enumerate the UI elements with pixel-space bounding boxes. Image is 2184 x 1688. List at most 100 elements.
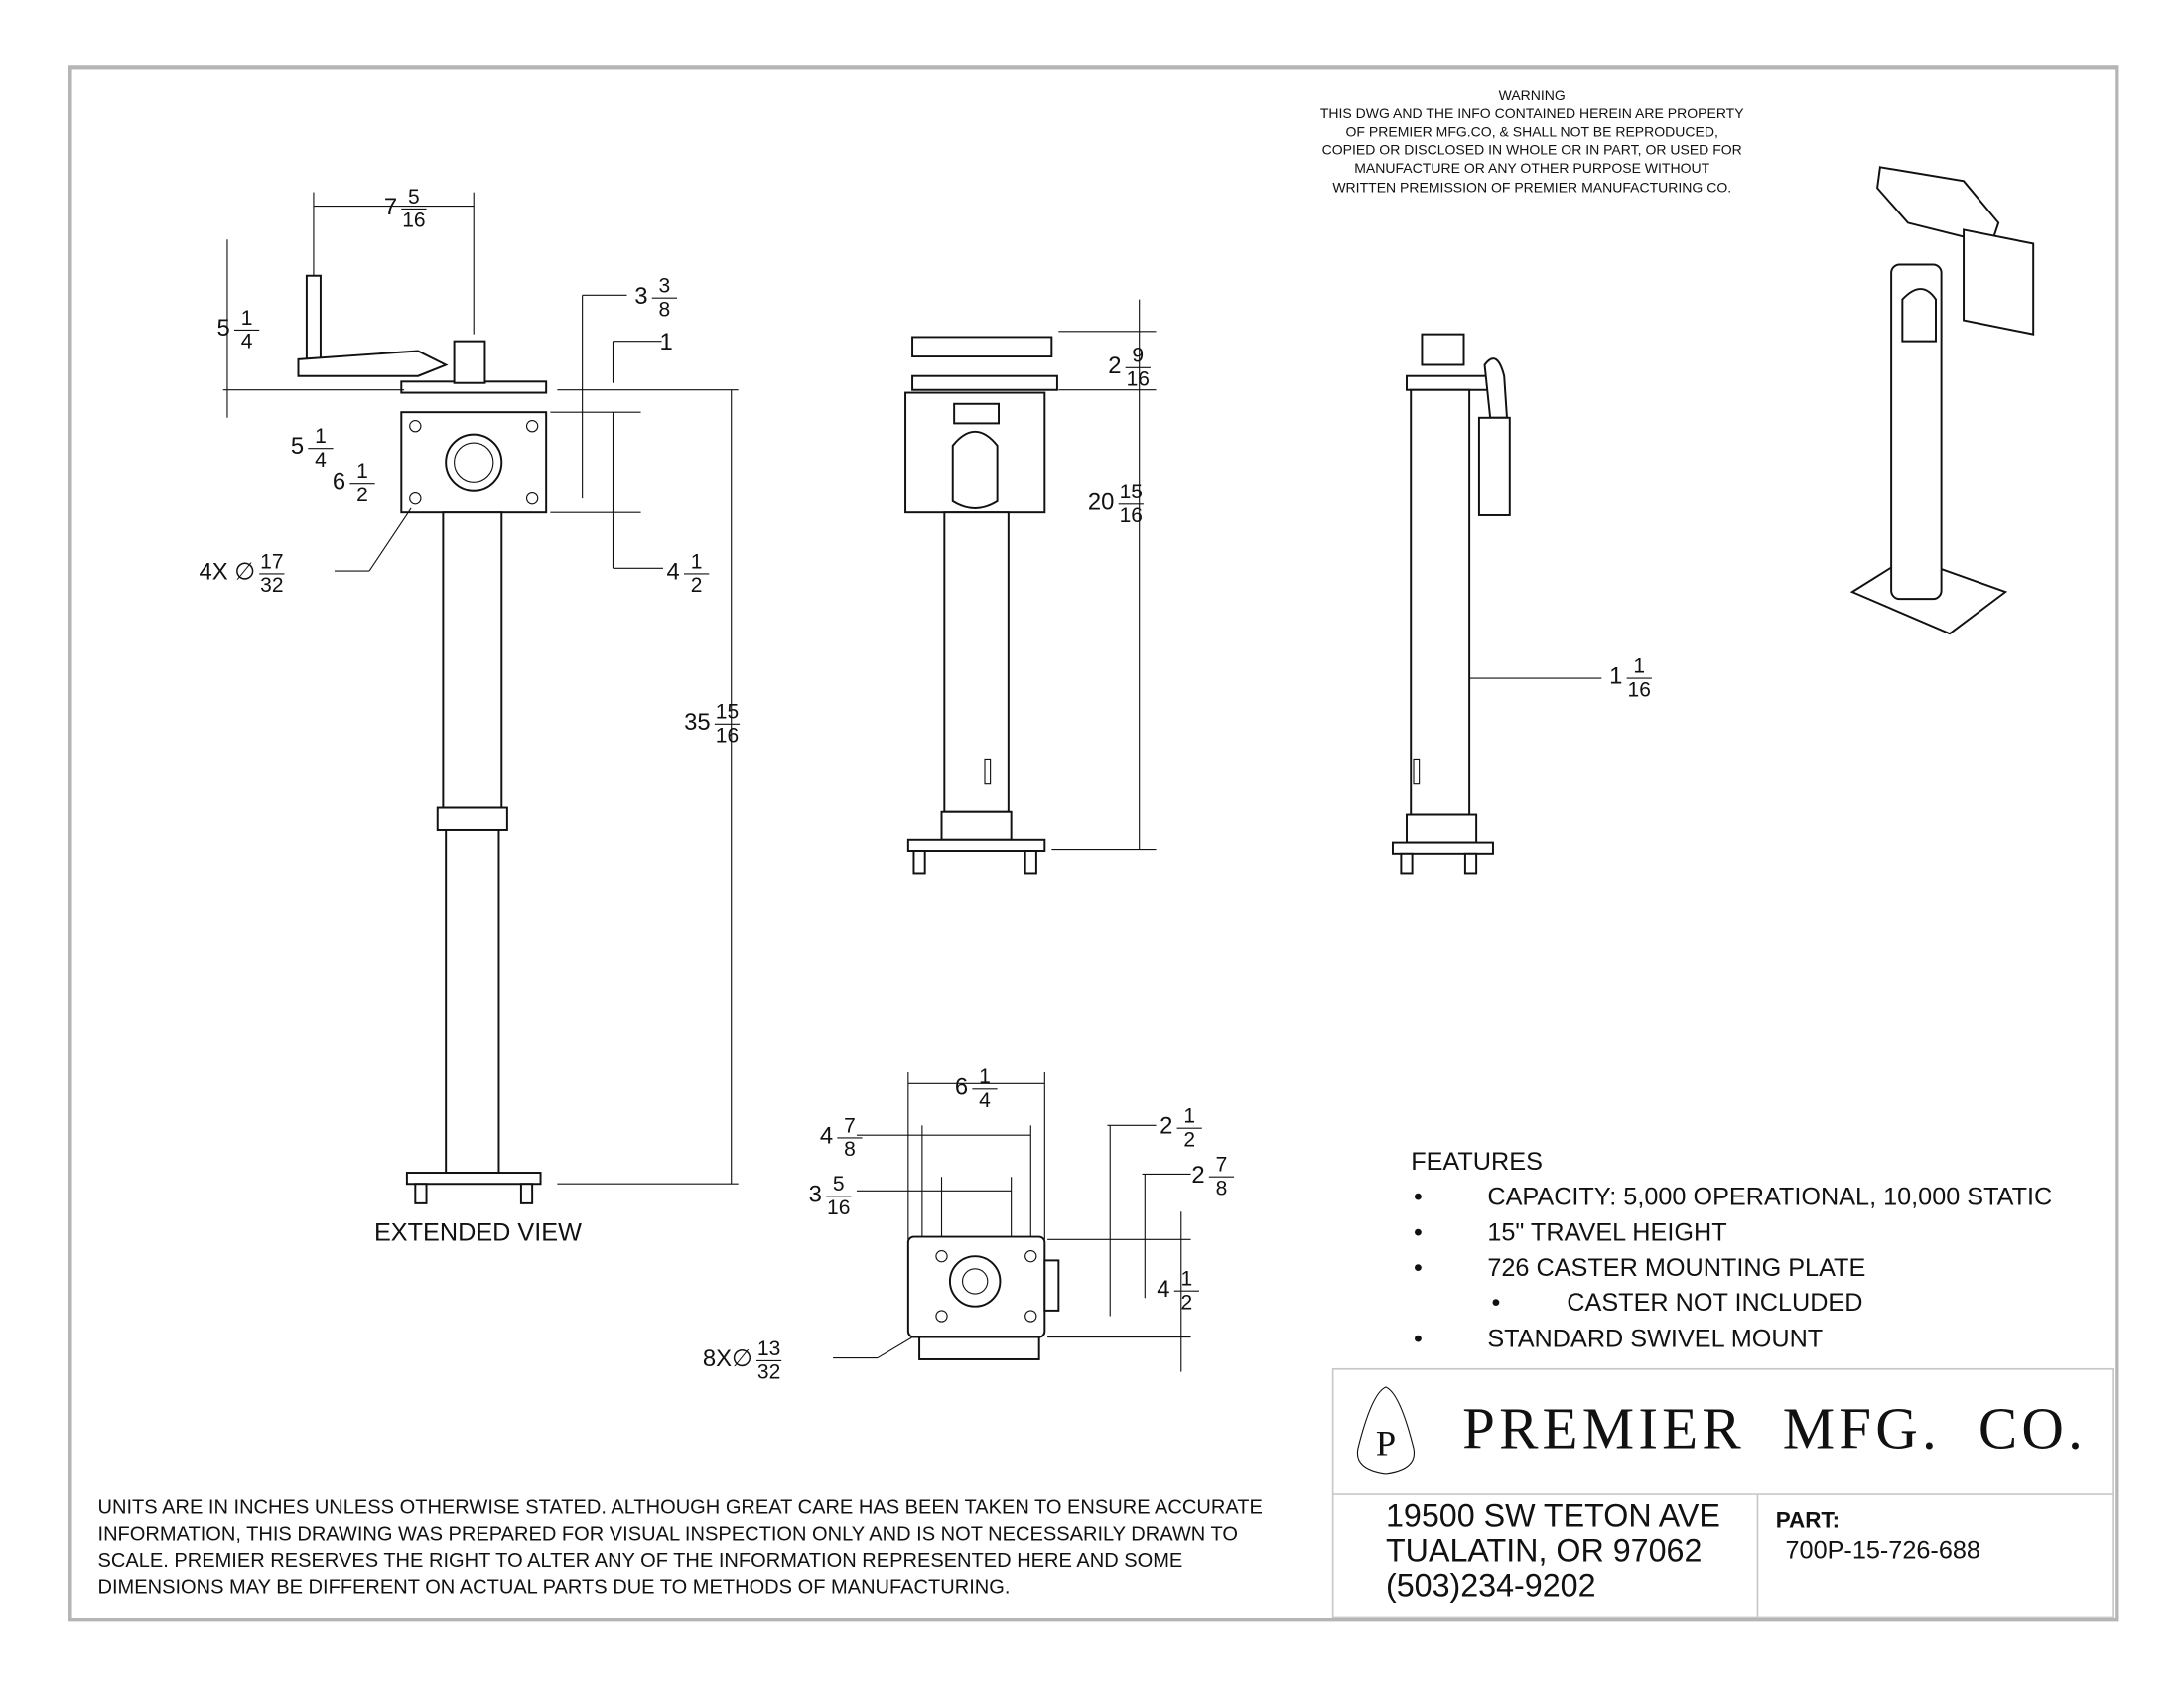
dimension-numerator: 7 xyxy=(1216,1154,1228,1177)
features-list: FEATURES • CAPACITY: 5,000 OPERATIONAL, … xyxy=(1411,1148,2052,1352)
front-view-drawing xyxy=(904,336,1058,875)
dimension-denominator: 4 xyxy=(315,449,327,472)
bullet: • xyxy=(1492,1289,1501,1317)
dimension-denominator: 8 xyxy=(1216,1177,1228,1199)
extended-view-label: EXTENDED VIEW xyxy=(374,1219,582,1247)
dimension-denominator: 16 xyxy=(1120,504,1143,527)
dimension-numerator: 9 xyxy=(1132,345,1144,367)
dimension-whole: 6 xyxy=(955,1073,968,1100)
dimension-whole: 5 xyxy=(291,433,304,460)
bullet: • xyxy=(1414,1219,1423,1247)
warning-line: MANUFACTURE OR ANY OTHER PURPOSE WITHOUT xyxy=(1354,160,1709,176)
warning-line: COPIED OR DISCLOSED IN WHOLE OR IN PART,… xyxy=(1322,142,1742,158)
dimension-lines xyxy=(222,192,1602,1372)
warning-title: WARNING xyxy=(1499,87,1566,103)
warning-block: WARNING THIS DWG AND THE INFO CONTAINED … xyxy=(1320,87,1744,196)
dimension-whole: 4 xyxy=(1157,1276,1169,1303)
dimension-whole: 2 xyxy=(1108,352,1121,379)
top-view-drawing xyxy=(906,1235,1060,1360)
dimension-numerator: 5 xyxy=(408,186,420,209)
dimension-numerator: 15 xyxy=(1120,481,1143,503)
dimension-numerator: 1 xyxy=(356,460,368,483)
warning-line: OF PREMIER MFG.CO, & SHALL NOT BE REPROD… xyxy=(1346,123,1718,139)
dimension-whole: 2 xyxy=(1191,1162,1204,1189)
dimension-numerator: 1 xyxy=(241,307,253,330)
extended-view-drawing xyxy=(297,274,548,1204)
phone-number: (503)234-9202 xyxy=(1386,1567,1596,1603)
dimension-denominator: 32 xyxy=(260,574,283,597)
feature-item: 726 CASTER MOUNTING PLATE xyxy=(1487,1254,1865,1282)
dimension-whole: 2 xyxy=(1160,1113,1172,1140)
dimension-numerator: 1 xyxy=(1633,654,1645,677)
dimension-denominator: 8 xyxy=(659,298,671,321)
dimension-label: 1 xyxy=(660,329,673,355)
dimension-whole: 4 xyxy=(820,1123,833,1150)
logo-letter: P xyxy=(1376,1424,1396,1464)
side-view-drawing xyxy=(1391,333,1511,875)
dimension-whole: 1 xyxy=(660,329,673,355)
dimension-whole: 35 xyxy=(684,709,711,736)
dimension-denominator: 2 xyxy=(691,574,703,597)
dimension-whole: 6 xyxy=(333,468,345,494)
sheet-frame xyxy=(68,65,2119,1622)
company-logo: P xyxy=(1356,1386,1416,1475)
dimension-numerator: 1 xyxy=(315,425,327,448)
note-line: UNITS ARE IN INCHES UNLESS OTHERWISE STA… xyxy=(98,1497,1263,1519)
dimension-whole: 4 xyxy=(667,558,680,585)
feature-item: 15" TRAVEL HEIGHT xyxy=(1487,1219,1726,1247)
dimension-whole: 3 xyxy=(634,283,647,310)
dimension-numerator: 1 xyxy=(1183,1105,1195,1128)
title-block: P PREMIER MFG. CO. 19500 SW TETON AVE TU… xyxy=(1331,1367,2114,1618)
note-line: INFORMATION, THIS DRAWING WAS PREPARED F… xyxy=(98,1523,1238,1545)
dimension-whole: 1 xyxy=(1609,663,1622,690)
dimension-whole: 5 xyxy=(217,315,230,342)
dimension-denominator: 8 xyxy=(844,1138,856,1161)
note-line: DIMENSIONS MAY BE DIFFERENT ON ACTUAL PA… xyxy=(98,1577,1011,1599)
dimension-denominator: 2 xyxy=(1181,1291,1193,1314)
warning-line: WRITTEN PREMISSION OF PREMIER MANUFACTUR… xyxy=(1332,180,1731,196)
dimension-numerator: 17 xyxy=(260,550,283,573)
warning-line: THIS DWG AND THE INFO CONTAINED HEREIN A… xyxy=(1320,105,1744,121)
feature-item: CASTER NOT INCLUDED xyxy=(1567,1289,1862,1317)
dimension-denominator: 32 xyxy=(757,1361,780,1384)
dimension-numerator: 5 xyxy=(833,1173,845,1196)
bullet: • xyxy=(1414,1325,1423,1352)
dimension-whole: 3 xyxy=(809,1181,822,1207)
dimension-numerator: 7 xyxy=(844,1114,856,1137)
dimension-whole: 8X∅ xyxy=(703,1345,752,1372)
address-line: 19500 SW TETON AVE xyxy=(1386,1497,1720,1533)
dimension-denominator: 16 xyxy=(1127,368,1150,391)
dimension-whole: 20 xyxy=(1088,489,1115,515)
dimension-numerator: 1 xyxy=(979,1065,991,1088)
dimension-denominator: 16 xyxy=(1628,678,1651,701)
dimension-whole: 4X ∅ xyxy=(199,558,255,585)
dimension-denominator: 16 xyxy=(827,1196,850,1219)
dimension-numerator: 1 xyxy=(691,550,703,573)
feature-item: CAPACITY: 5,000 OPERATIONAL, 10,000 STAT… xyxy=(1487,1183,2052,1210)
note-line: SCALE. PREMIER RESERVES THE RIGHT TO ALT… xyxy=(98,1550,1183,1572)
dimension-numerator: 1 xyxy=(1181,1268,1193,1291)
dimension-denominator: 2 xyxy=(356,484,368,506)
dimension-whole: 7 xyxy=(384,194,397,220)
features-heading: FEATURES xyxy=(1411,1148,1543,1176)
dimension-denominator: 16 xyxy=(716,725,739,748)
dimension-denominator: 4 xyxy=(979,1089,991,1112)
